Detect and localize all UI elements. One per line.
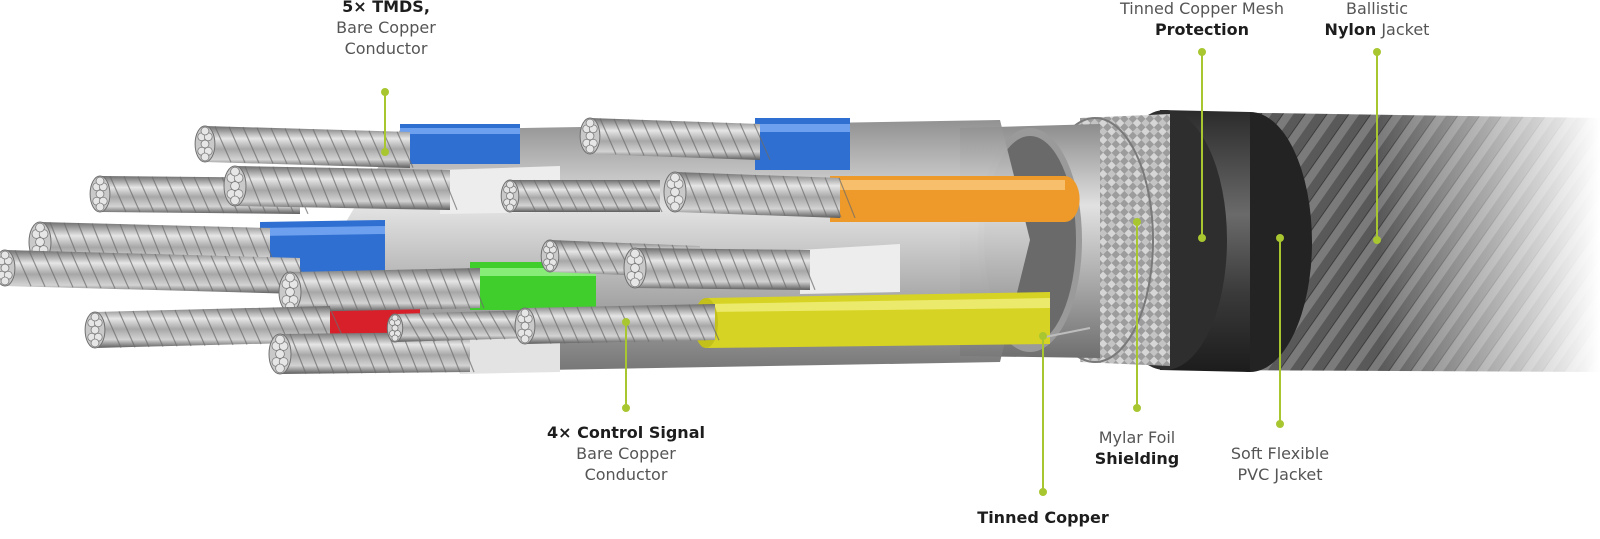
- label-tmds-line3: Conductor: [344, 39, 428, 58]
- label-nylon-rest: Jacket: [1376, 20, 1430, 39]
- leader-dot: [1373, 48, 1381, 56]
- label-nylon-title: Nylon: [1324, 20, 1377, 39]
- leader-dot: [1039, 332, 1047, 340]
- leader-dot: [381, 88, 389, 96]
- bare-copper-strands: [0, 117, 856, 375]
- label-control-signal: 4× Control Signal Bare Copper Conductor: [536, 422, 716, 485]
- label-mylar-line1: Mylar Foil: [1098, 428, 1176, 447]
- leader-lines: [381, 48, 1381, 496]
- label-copper-mesh: Tinned Copper Mesh Protection: [1104, 0, 1300, 40]
- label-tinned-title: Tinned Copper: [977, 508, 1109, 527]
- stranded-conductor: [623, 247, 816, 291]
- label-pvc-line2: PVC Jacket: [1237, 465, 1323, 484]
- label-mylar-foil: Mylar Foil Shielding: [1077, 427, 1197, 469]
- stranded-conductor: [663, 171, 856, 219]
- yellow-conductor: [694, 292, 1091, 348]
- label-pvc-jacket: Soft Flexible PVC Jacket: [1210, 443, 1350, 485]
- stranded-conductor: [223, 165, 458, 211]
- label-tinned-copper: Tinned Copper: [963, 507, 1123, 528]
- leader-dot: [1276, 420, 1284, 428]
- leader-dot: [1133, 404, 1141, 412]
- orange-conductor: [830, 176, 1080, 222]
- label-control-title: 4× Control Signal: [547, 423, 705, 442]
- label-control-line3: Conductor: [584, 465, 668, 484]
- leader-dot: [1039, 488, 1047, 496]
- leader-dot: [1198, 48, 1206, 56]
- leader-dot: [381, 148, 389, 156]
- stranded-conductor: [84, 305, 346, 349]
- stranded-conductor: [278, 268, 485, 313]
- label-control-line2: Bare Copper: [576, 444, 676, 463]
- stranded-conductor: [500, 179, 663, 213]
- label-mylar-title: Shielding: [1094, 449, 1180, 468]
- leader-dot: [1133, 218, 1141, 226]
- leader-dot: [1198, 234, 1206, 242]
- stranded-conductor: [386, 310, 534, 343]
- label-mesh-line1: Tinned Copper Mesh: [1120, 0, 1284, 18]
- stranded-conductor: [268, 331, 475, 375]
- label-tmds: 5× TMDS, Bare Copper Conductor: [318, 0, 454, 59]
- label-tmds-title: 5× TMDS,: [342, 0, 430, 16]
- label-tmds-line2: Bare Copper: [336, 18, 436, 37]
- label-nylon-line1: Ballistic: [1346, 0, 1408, 18]
- stranded-conductor: [514, 304, 720, 345]
- leader-dot: [1373, 236, 1381, 244]
- leader-dot: [622, 404, 630, 412]
- label-pvc-line1: Soft Flexible: [1230, 444, 1330, 463]
- stranded-conductor: [194, 125, 414, 168]
- leader-dot: [1276, 234, 1284, 242]
- label-mesh-title: Protection: [1154, 20, 1250, 39]
- stranded-conductor: [579, 117, 771, 161]
- leader-dot: [622, 318, 630, 326]
- label-nylon-jacket: Ballistic Nylon Jacket: [1310, 0, 1444, 40]
